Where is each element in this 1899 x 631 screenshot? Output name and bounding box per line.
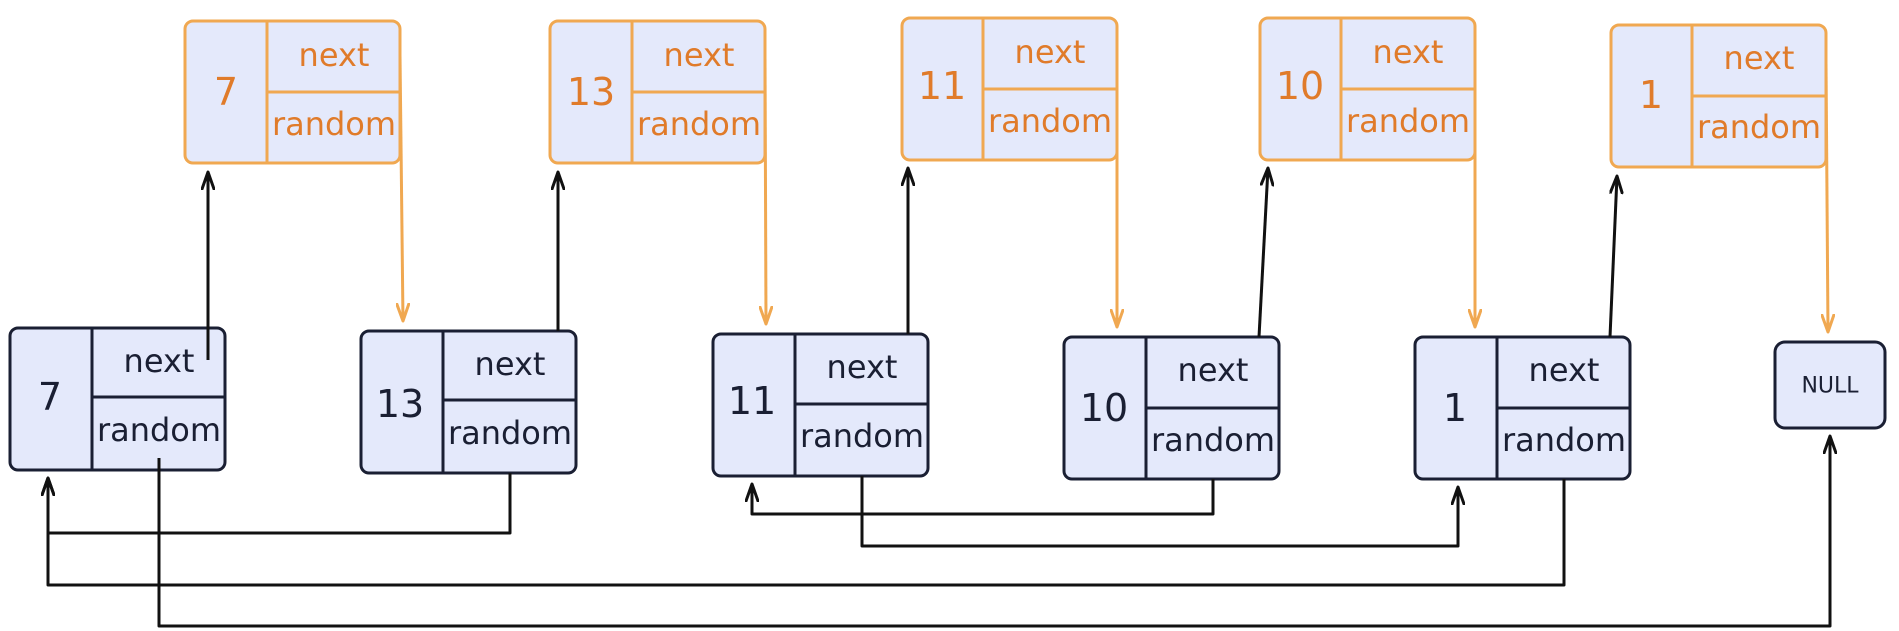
copy-next-pointer-arrow — [765, 54, 766, 324]
copied-node-next-label: next — [299, 36, 370, 74]
random-pointer-arrow — [157, 436, 1830, 628]
copied-node-random-label: random — [988, 102, 1112, 140]
original-node-next-label: next — [1178, 351, 1249, 389]
original-node-value: 7 — [38, 375, 62, 419]
copied-node-next-label: next — [1373, 33, 1444, 71]
original-node-1: 7 next random — [8, 326, 227, 472]
null-node: NULL — [1773, 340, 1887, 430]
next-pointer-arrow — [1257, 168, 1268, 338]
random-pointer-arrow — [752, 479, 1215, 516]
original-node-3: 11 next random — [711, 332, 930, 478]
copied-node-value: 13 — [567, 70, 615, 114]
original-node-random-label: random — [1502, 421, 1626, 459]
copied-node-value: 1 — [1639, 73, 1663, 117]
original-node-value: 10 — [1080, 386, 1128, 430]
copy-next-pointer-arrow — [400, 54, 403, 321]
copied-node-3: 11 next random — [900, 16, 1119, 162]
copied-node-next-label: next — [1724, 39, 1795, 77]
copied-node-next-label: next — [1015, 33, 1086, 71]
original-node-value: 11 — [728, 379, 776, 423]
copied-node-random-label: random — [637, 105, 761, 143]
original-node-4: 10 next random — [1062, 335, 1281, 481]
copy-next-pointer-arrow — [1826, 61, 1828, 332]
original-node-random-label: random — [448, 414, 572, 452]
original-node-random-label: random — [97, 411, 221, 449]
original-node-5: 1 next random — [1413, 335, 1632, 481]
original-node-next-label: next — [827, 348, 898, 386]
copied-node-random-label: random — [1346, 102, 1470, 140]
original-node-next-label: next — [1529, 351, 1600, 389]
copied-node-5: 1 next random — [1609, 23, 1828, 169]
original-node-value: 13 — [376, 382, 424, 426]
copied-node-next-label: next — [664, 36, 735, 74]
copied-node-value: 7 — [214, 70, 238, 114]
original-node-random-label: random — [800, 417, 924, 455]
copied-node-random-label: random — [1697, 108, 1821, 146]
copied-node-2: 13 next random — [548, 19, 767, 165]
random-pointer-arrow — [48, 478, 1566, 587]
copied-node-value: 11 — [918, 64, 966, 108]
copied-node-1: 7 next random — [183, 19, 402, 165]
null-node-label: NULL — [1801, 374, 1859, 399]
copied-node-4: 10 next random — [1258, 16, 1477, 162]
original-node-value: 1 — [1443, 386, 1467, 430]
original-node-random-label: random — [1151, 421, 1275, 459]
original-node-next-label: next — [124, 342, 195, 380]
next-pointer-arrow — [1608, 176, 1617, 338]
random-pointer-arrow — [48, 473, 512, 535]
original-node-2: 13 next random — [359, 329, 578, 475]
copied-node-value: 10 — [1276, 64, 1324, 108]
original-node-next-label: next — [475, 345, 546, 383]
copied-node-random-label: random — [272, 105, 396, 143]
random-pointer-arrow — [860, 476, 1458, 548]
